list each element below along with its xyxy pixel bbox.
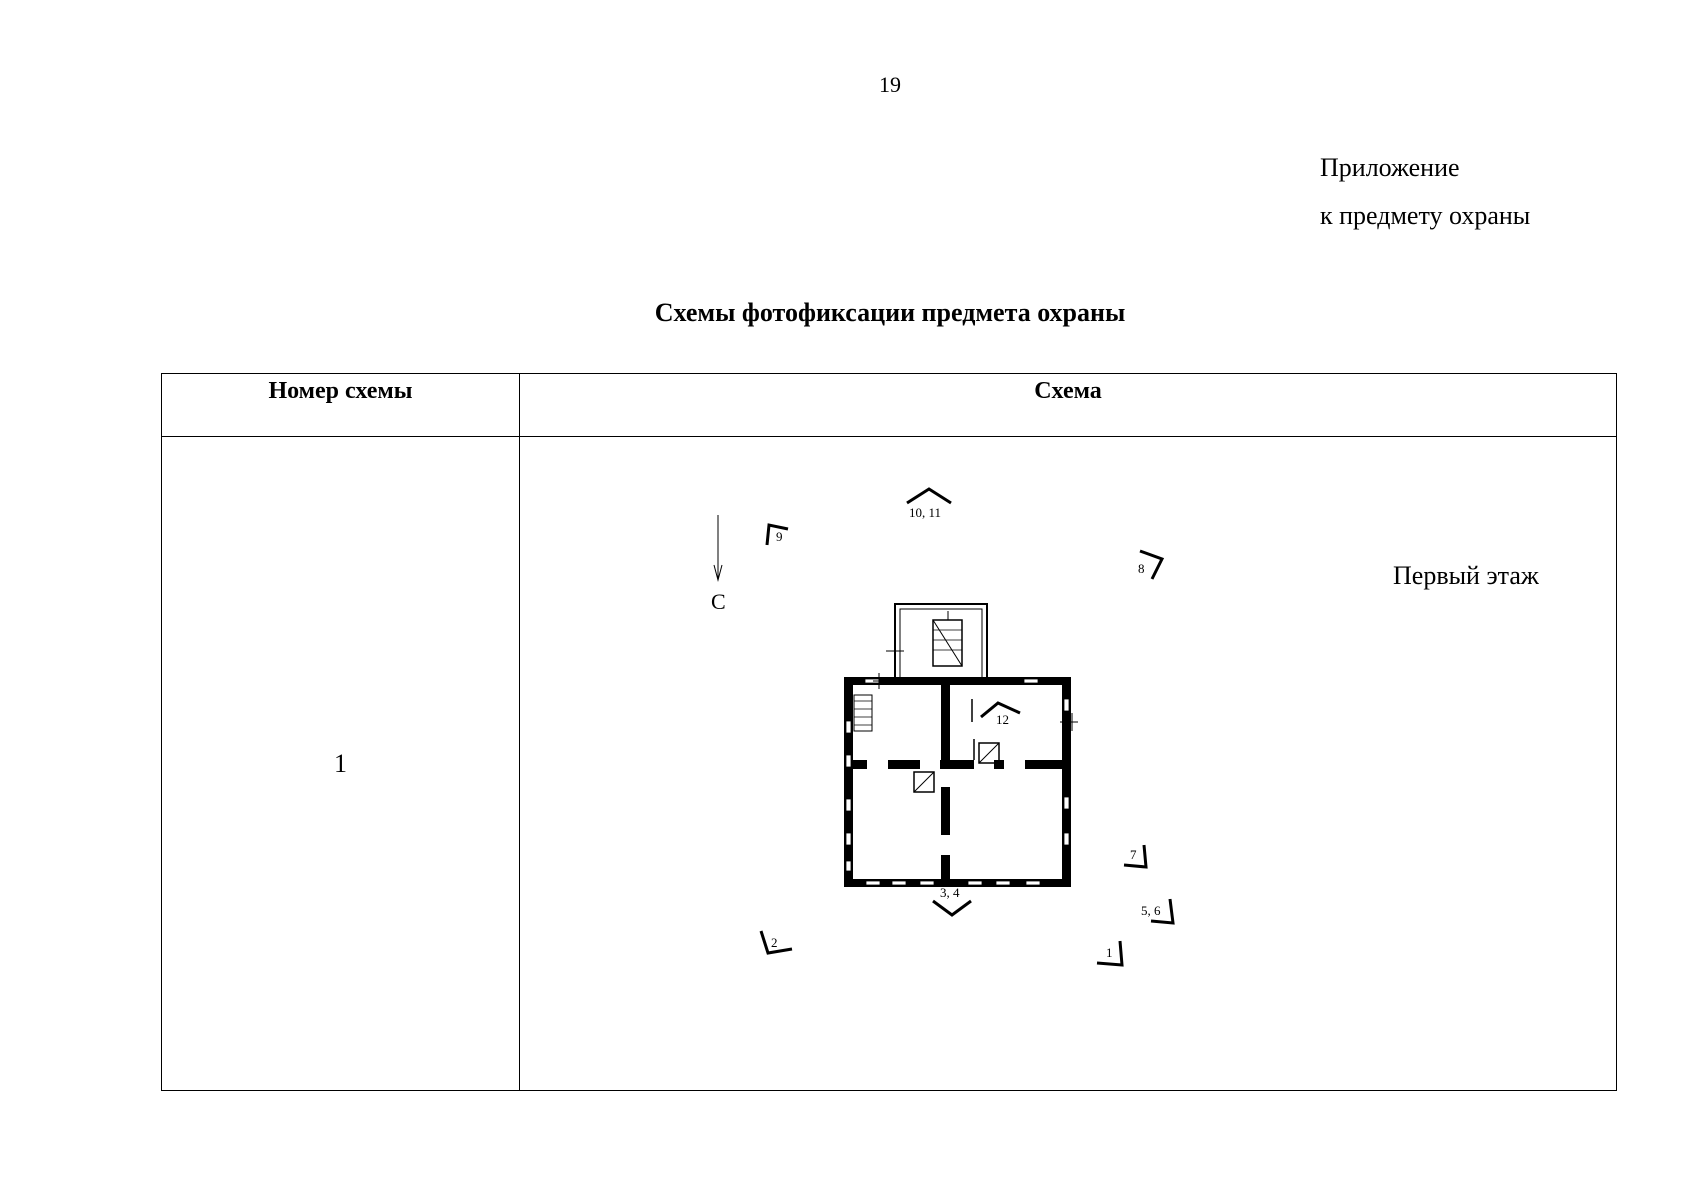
svg-text:3, 4: 3, 4 <box>940 885 960 900</box>
schemes-table: Номер схемы Схема 1 Первый этаж С <box>161 373 1617 1091</box>
interior-details <box>853 673 1078 793</box>
photo-point-5-6: 5, 6 <box>1141 898 1175 925</box>
header-scheme: Схема <box>519 373 1617 437</box>
photo-point-8: 8 <box>1138 549 1165 580</box>
table-header-row: Номер схемы Схема <box>161 373 1617 437</box>
svg-text:12: 12 <box>996 712 1009 727</box>
floor-label: Первый этаж <box>1393 561 1539 590</box>
appendix-line-2: к предмету охраны <box>1320 201 1531 230</box>
stair-annex <box>886 603 988 679</box>
appendix-line-1: Приложение <box>1320 153 1460 182</box>
photo-point-12: 12 <box>980 701 1021 727</box>
interior-walls <box>853 685 1063 881</box>
photo-point-2: 2 <box>759 930 793 955</box>
table-row: 1 Первый этаж С <box>161 436 1617 1091</box>
photo-point-3-4: 3, 4 <box>932 885 972 917</box>
photo-point-10-11: 10, 11 <box>906 487 952 520</box>
north-label: С <box>711 589 726 614</box>
document-title: Схемы фотофиксации предмета охраны <box>654 298 1126 327</box>
photo-point-9: 9 <box>765 523 789 546</box>
svg-text:1: 1 <box>1106 945 1113 960</box>
photo-point-1: 1 <box>1096 940 1124 967</box>
svg-text:5, 6: 5, 6 <box>1141 903 1161 918</box>
window-openings <box>845 678 1070 886</box>
svg-text:10, 11: 10, 11 <box>909 505 941 520</box>
svg-text:9: 9 <box>776 529 783 544</box>
svg-text:7: 7 <box>1130 847 1137 862</box>
page-number: 19 <box>879 72 901 97</box>
scheme-number-cell: 1 <box>161 436 520 1091</box>
svg-text:8: 8 <box>1138 561 1145 576</box>
scheme-cell: Первый этаж С <box>519 436 1617 1091</box>
exterior-walls <box>844 677 1071 887</box>
floor-plan-diagram: С <box>711 487 1175 967</box>
svg-text:2: 2 <box>771 935 778 950</box>
header-scheme-number: Номер схемы <box>161 373 520 437</box>
appendix-caption: Приложение к предмету охраны <box>1320 144 1530 240</box>
north-arrow-icon <box>713 515 723 582</box>
photo-point-7: 7 <box>1123 844 1148 869</box>
